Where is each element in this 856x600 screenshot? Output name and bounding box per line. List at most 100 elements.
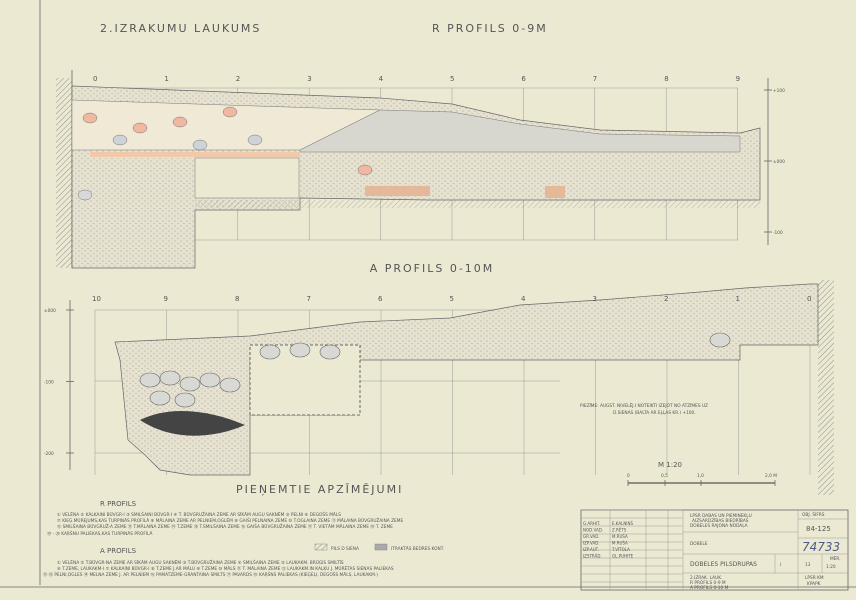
r-tick-label: 8 [664,75,668,83]
stone [219,377,241,393]
stone [139,372,161,388]
object-label: DOBELE [690,541,708,547]
a-tick-label: 7 [307,295,311,303]
r-profile-title: R PROFILS 0-9M [432,22,548,35]
a-tick-label: 6 [378,295,383,303]
r-tick-label: 2 [236,75,240,83]
scale-value-tb: 1:20 [826,564,836,570]
a-level-label: ±000 [44,308,56,314]
a-level-label: -200 [44,451,54,457]
sheet-title: 2.IZRAKUMU LAUKUMS [100,22,261,35]
legend-line: ① VELĒNA ② T.BŪVGR-NA ZEME AR SĪKĀM AUGU… [57,558,344,566]
role-label: IZP.VAD. [583,541,600,546]
r-tick-label: 3 [307,75,311,83]
issuer-line: LPSR KM [805,575,824,581]
r-level-label: +100 [773,88,785,94]
issuer-line: KPAPK [807,581,821,587]
r-brick-remains [545,186,565,198]
stone [179,376,201,392]
r-tick-label: 7 [593,75,597,83]
stone [289,342,311,358]
legend-hatch-label: ITRAKTĀS BEDRES KONT. [391,545,444,552]
a-tick-label: 10 [92,295,101,303]
stone [112,134,128,146]
r-layer-6 [90,152,300,157]
a-tick-label: 3 [593,295,597,303]
wall-hatch [56,78,72,268]
legend-title: PIEŅEMTIE APZĪMĒJUMI [236,483,403,496]
drawing-title-line: A PROFILS 0-10 M [690,585,729,591]
stone [172,116,188,128]
wall-hatch-a [818,280,834,495]
person-name: M.RUŠA [612,534,628,539]
legend: PIEŅEMTIE APZĪMĒJUMI R PROFILS ① VELĒNA … [43,483,444,578]
stone [149,390,171,406]
a-profile [94,280,834,495]
object-code: 84-125 [806,525,831,533]
legend-line: ① VELĒNA ② KALKAINI BŪVGR-I ③ SMILŠAINI … [57,510,341,518]
stone [319,344,341,360]
a-tick-label: 8 [235,295,239,303]
legend-hatch-label: PILS D SIENA [331,546,359,552]
role-label: IZP.AUT. [583,547,599,552]
stone [357,164,373,176]
r-layer-4 [299,109,741,153]
legend-line: ⑦ KIEĢ.MŪREJUMS,KAS TURPINĀS PROFILĀ ⑧ M… [57,516,403,524]
scale-tick: 1,0 [697,473,704,479]
scale-tick: 0,5 [661,473,668,479]
legend-r-heading: R PROFILS [100,500,137,508]
a-tick-label: 0 [807,295,811,303]
r-subsoil-hatch [195,200,760,208]
scale-bar: M 1:20 0 0,5 1,0 2,0 M [627,461,777,486]
a-tick-label: 9 [164,295,168,303]
r-level-label: -100 [773,230,783,236]
archive-number: 74733 [802,540,840,554]
a-stones [139,332,731,408]
code-label: OBJ. ŠIFRS [802,511,825,518]
stone [77,189,93,201]
legend-line: ⑥ T.ZEME, LAUKAKM-I ⑦ KALKAINI BŪVGR-I ⑧… [57,565,394,572]
r-tick-label: 9 [736,75,740,83]
scale-tick: 2,0 M [765,473,777,479]
org-line: DOBELES RAJONA NODAĻA [690,523,748,529]
drawing-title-line: 2.IZRAK. LAUK. [690,575,722,581]
r-level-label: ±000 [773,159,785,165]
r-level-axis: +100 ±000 -100 [764,78,785,245]
person-name: E.KALNIŅŠ [612,521,633,526]
stage: I [780,562,781,568]
a-profile-title: A PROFILS 0-10M [370,262,495,275]
org-line: LPSR DABAS UN PIEMINEKĻU [690,513,752,519]
role-label: IZSTRĀD. [583,554,602,559]
stone [709,332,731,348]
person-name: M.RUŠA [612,541,628,546]
person-name: GL.PUHITE [612,554,634,559]
stone [247,134,263,146]
title-block: G.ARHIT.E.KALNIŅŠNOD.VAD.Z.RĒTSGR.VAD.M.… [580,509,849,591]
stone [222,106,238,118]
note-line-2: D.SIENAS (BALTA AR EĻĻAS KR.) +100. [613,410,696,416]
a-ash-layer [140,410,245,436]
r-tick-label: 5 [450,75,454,83]
a-tick-label: 4 [521,295,526,303]
r-stones [77,106,373,201]
hatch-swatch-wall [314,543,328,551]
r-tick-label: 6 [521,75,526,83]
scale-label-tb: MĒR. [830,555,841,562]
legend-line: ⑫ SMILŠAINA BŪVGRUŽ-A ZEME ⑬ T.MĀLAINA Z… [57,522,393,530]
legend-line: ⑲ - ⑳ KAŖŠNU PALIEKAS,KAS TURPINĀS PROFI… [47,530,152,537]
scale-tick: 0 [627,473,630,479]
a-tick-label: 1 [736,295,740,303]
a-tick-label: 2 [664,295,668,303]
scale-label: M 1:20 [658,461,682,469]
sheet-number: 13 [805,562,811,568]
legend-line: ⑬ ⑮ PELNI,OGLES ⑭ MELNA ZEME J. AR PELNI… [43,571,378,578]
a-soil-layers [114,283,819,476]
stone [132,122,148,134]
legend-a-heading: A PROFILS [100,547,137,555]
r-tick-label: 4 [379,75,384,83]
stone [199,372,221,388]
r-brick-remains [365,186,430,196]
